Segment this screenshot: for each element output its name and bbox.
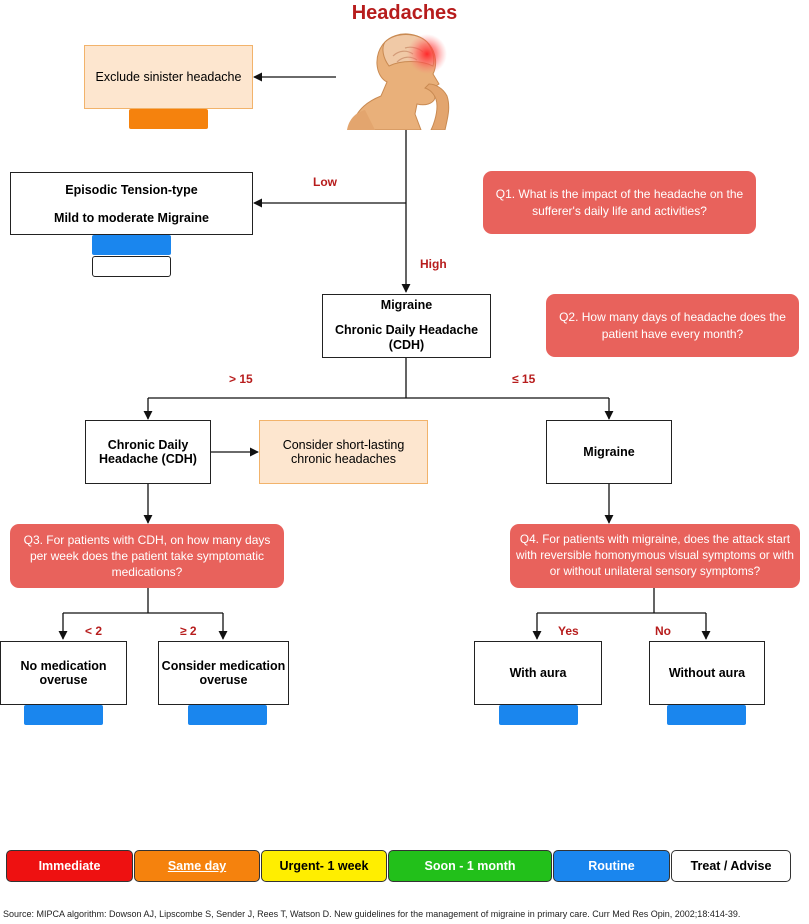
exclude-sinister-headache-label: Exclude sinister headache	[95, 70, 242, 84]
episodic-tension-label: Episodic Tension-type	[65, 182, 198, 197]
with-aura-label: With aura	[509, 666, 567, 680]
question-q2: Q2. How many days of headache does the p…	[546, 294, 799, 357]
consider-medication-overuse-label: Consider medication overuse	[161, 659, 286, 687]
question-q3: Q3. For patients with CDH, on how many d…	[10, 524, 284, 588]
legend-soon-1-month: Soon - 1 month	[388, 850, 552, 882]
urgency-tag-same-day	[129, 109, 208, 129]
source-citation: Source: MIPCA algorithm: Dowson AJ, Lips…	[3, 909, 741, 919]
exclude-sinister-headache-node: Exclude sinister headache	[84, 45, 253, 109]
urgency-tag-routine	[667, 705, 746, 725]
no-medication-overuse-node: No medication overuse	[0, 641, 127, 705]
legend-soon-label: Soon - 1 month	[424, 859, 516, 873]
migraine-cdh-node: Migraine Chronic Daily Headache (CDH)	[322, 294, 491, 358]
urgency-tag-routine	[499, 705, 578, 725]
legend-treat-advise-label: Treat / Advise	[690, 859, 772, 873]
urgency-tag-treat-advise	[92, 256, 171, 277]
edge-label-gt15: > 15	[229, 372, 253, 386]
edge-label-le15: ≤ 15	[512, 372, 536, 386]
urgency-tag-routine	[24, 705, 103, 725]
migraine-cdh-label-2: Chronic Daily Headache (CDH)	[334, 322, 479, 353]
without-aura-label: Without aura	[668, 666, 746, 680]
cdh-label: Chronic Daily Headache (CDH)	[99, 438, 197, 466]
short-lasting-headache-label: Consider short-lasting chronic headaches	[282, 438, 405, 466]
question-q1-text: Q1. What is the impact of the headache o…	[495, 187, 744, 218]
legend-routine-label: Routine	[588, 859, 635, 873]
question-q4: Q4. For patients with migraine, does the…	[510, 524, 800, 588]
legend-routine: Routine	[553, 850, 670, 882]
diagram-title: Headaches	[351, 2, 458, 24]
legend-same-day-label: Same day	[167, 859, 227, 873]
with-aura-node: With aura	[474, 641, 602, 705]
no-medication-overuse-label: No medication overuse	[20, 659, 107, 687]
legend-immediate: Immediate	[6, 850, 133, 882]
episodic-tension-node: Episodic Tension-type Mild to moderate M…	[10, 172, 253, 235]
migraine-cdh-label-1: Migraine	[380, 298, 433, 313]
edge-label-no: No	[655, 624, 671, 638]
edge-label-high: High	[420, 257, 447, 271]
cdh-node: Chronic Daily Headache (CDH)	[85, 420, 211, 484]
legend-same-day: Same day	[134, 850, 260, 882]
without-aura-node: Without aura	[649, 641, 765, 705]
migraine-node: Migraine	[546, 420, 672, 484]
edge-label-lt2: < 2	[85, 624, 103, 638]
edge-label-low: Low	[313, 175, 337, 189]
legend-immediate-label: Immediate	[38, 859, 101, 873]
edge-label-yes: Yes	[558, 624, 579, 638]
urgency-tag-routine	[92, 235, 171, 255]
question-q3-text: Q3. For patients with CDH, on how many d…	[23, 532, 271, 580]
question-q2-text: Q2. How many days of headache does the p…	[559, 310, 786, 341]
legend-urgent-label: Urgent- 1 week	[279, 859, 369, 873]
edge-label-ge2: ≥ 2	[180, 624, 197, 638]
migraine-label: Migraine	[583, 445, 635, 459]
short-lasting-headache-node: Consider short-lasting chronic headaches	[259, 420, 428, 484]
mild-migraine-label: Mild to moderate Migraine	[54, 210, 209, 225]
urgency-tag-routine	[188, 705, 267, 725]
headache-head-illustration	[341, 26, 461, 131]
legend-treat-advise: Treat / Advise	[671, 850, 791, 882]
consider-medication-overuse-node: Consider medication overuse	[158, 641, 289, 705]
question-q4-text: Q4. For patients with migraine, does the…	[516, 532, 794, 578]
legend-urgent-1-week: Urgent- 1 week	[261, 850, 387, 882]
question-q1: Q1. What is the impact of the headache o…	[483, 171, 756, 234]
